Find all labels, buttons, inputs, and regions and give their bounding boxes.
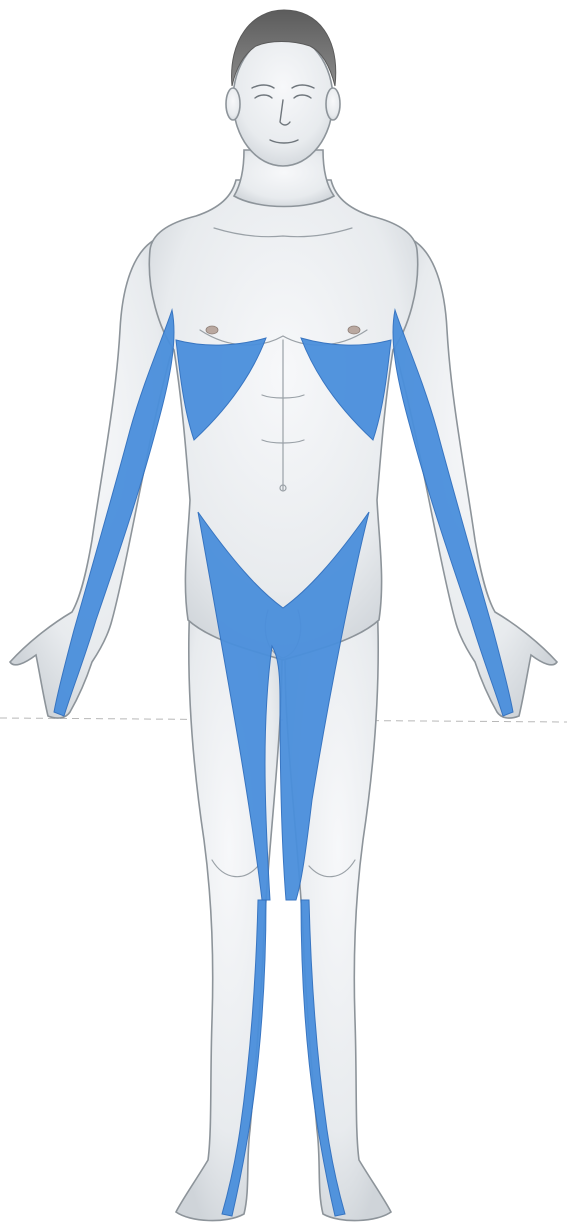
right-ear xyxy=(226,88,240,120)
left-arm xyxy=(395,238,557,718)
right-arm-stripe xyxy=(54,310,174,716)
left-nipple xyxy=(348,326,360,334)
left-arm-stripe xyxy=(393,310,513,716)
right-arm xyxy=(10,238,172,718)
left-ear xyxy=(326,88,340,120)
right-nipple xyxy=(206,326,218,334)
